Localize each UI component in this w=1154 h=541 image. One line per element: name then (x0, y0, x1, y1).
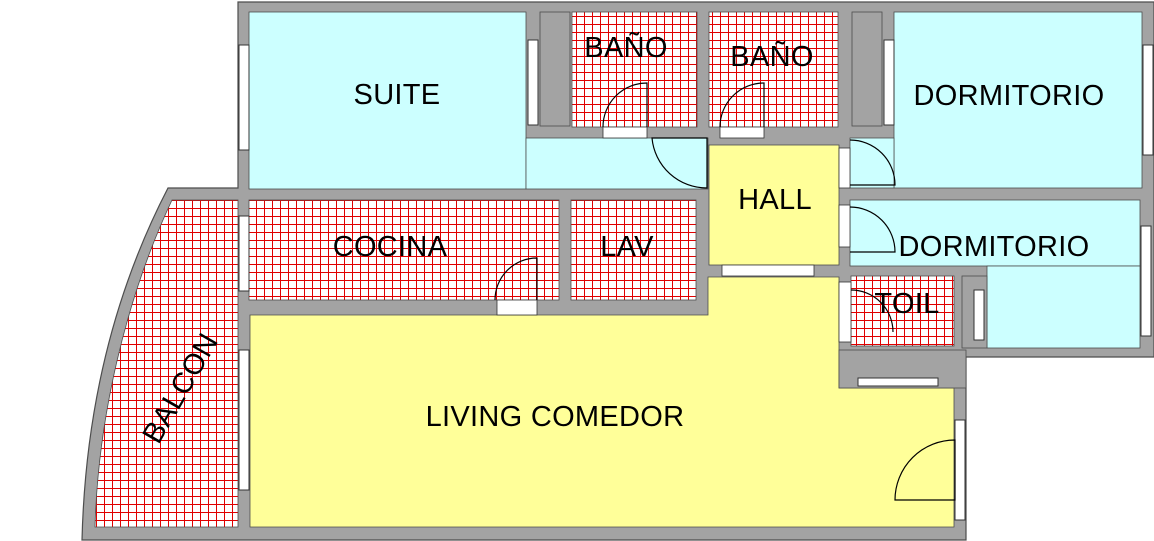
bano-2-floor (708, 11, 839, 128)
dormitorio-2-window (1140, 225, 1152, 337)
label-bano-2: BAÑO (730, 39, 813, 73)
balcon-floor (94, 199, 239, 528)
toil-door (850, 289, 894, 333)
label-lav: LAV (600, 231, 654, 263)
toil-floor (850, 275, 955, 347)
dormitorio-1-floor (893, 11, 1143, 189)
room-floors (94, 11, 1143, 528)
dormitorio-2-floor (849, 199, 1141, 267)
living-door-frame (954, 419, 966, 521)
label-bano-1: BAÑO (584, 30, 667, 64)
suite-window (238, 44, 250, 151)
bano-1-floor (571, 11, 698, 128)
label-dormitorio-2: DORMITORIO (899, 231, 1090, 263)
label-dormitorio-1: DORMITORIO (914, 80, 1105, 112)
suite-door (651, 137, 708, 189)
label-cocina: COCINA (333, 231, 448, 263)
bano-2-door (719, 82, 765, 128)
living-door (894, 439, 956, 501)
label-living-comedor: LIVING COMEDOR (426, 401, 685, 433)
dormitorio-2-door (849, 206, 896, 253)
suite-corridor-floor (525, 137, 709, 190)
label-suite: SUITE (354, 79, 441, 111)
hall-floor (708, 144, 840, 266)
doors (494, 82, 956, 501)
bano-1-door (602, 82, 648, 128)
living-window (238, 349, 250, 491)
suite-floor (248, 11, 527, 190)
dormitorio-2-lower-floor (986, 265, 1141, 349)
dormitorio-1-entry-floor (849, 137, 895, 189)
dormitorio-1-window (1142, 44, 1154, 156)
door-openings (496, 126, 852, 343)
dormitorio-1-door (849, 139, 896, 186)
cocina-door (494, 257, 538, 301)
cocina-window (238, 215, 250, 292)
label-toil: TOIL (874, 288, 939, 320)
windows (238, 39, 1154, 521)
lav-floor (570, 199, 697, 301)
label-hall: HALL (738, 184, 812, 216)
